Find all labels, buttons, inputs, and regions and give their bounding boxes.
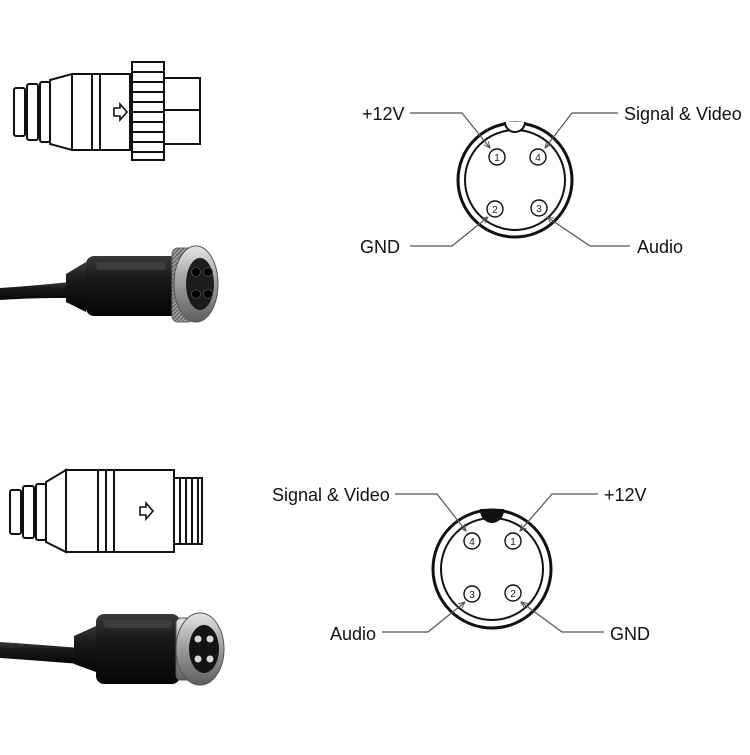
female-pin-4 xyxy=(529,148,547,166)
female-key-notch xyxy=(504,121,526,133)
male-pin-1-number: 1 xyxy=(510,537,516,548)
male-label-audio: Audio xyxy=(330,624,376,644)
female-outer-ring xyxy=(456,121,574,239)
female-cable-photo xyxy=(0,245,219,323)
male-label-12v: +12V xyxy=(604,485,647,505)
male-pin-2 xyxy=(504,584,522,602)
male-pin-4 xyxy=(463,532,481,550)
male-lead-signal xyxy=(395,493,466,531)
female-inner-ring xyxy=(464,129,566,231)
female-lead-12v xyxy=(410,112,490,148)
male-pin-1 xyxy=(504,532,522,550)
male-pin-3 xyxy=(463,585,481,603)
male-pin-3-number: 3 xyxy=(469,590,475,601)
female-lead-signal xyxy=(545,112,618,148)
male-pinout: 4 1 3 2 Signal & Video +12V Audio GND xyxy=(272,485,650,644)
male-lead-gnd xyxy=(521,602,604,633)
female-pin-3 xyxy=(530,199,548,217)
female-connector-drawing xyxy=(13,61,201,161)
male-cable-photo xyxy=(0,612,225,686)
female-label-gnd: GND xyxy=(360,237,400,257)
female-label-signal-video: Signal & Video xyxy=(624,104,742,124)
female-pinout: 1 4 2 3 +12V Signal & Video GND Audio xyxy=(360,104,742,257)
female-pin-4-number: 4 xyxy=(535,153,541,164)
female-lead-audio xyxy=(547,217,630,247)
male-key-tab xyxy=(479,509,505,523)
male-lead-12v xyxy=(520,493,598,531)
male-label-signal-video: Signal & Video xyxy=(272,485,390,505)
male-label-gnd: GND xyxy=(610,624,650,644)
female-pin-1 xyxy=(488,148,506,166)
male-connector-drawing xyxy=(9,468,203,554)
female-label-audio: Audio xyxy=(637,237,683,257)
female-pin-2-number: 2 xyxy=(492,205,498,216)
male-inner-ring xyxy=(440,517,544,621)
male-pin-2-number: 2 xyxy=(510,589,516,600)
male-pin-4-number: 4 xyxy=(469,537,475,548)
female-pin-3-number: 3 xyxy=(536,204,542,215)
female-pin-2 xyxy=(486,200,504,218)
female-pin-1-number: 1 xyxy=(494,153,500,164)
male-lead-audio xyxy=(382,602,465,633)
female-label-12v: +12V xyxy=(362,104,405,124)
female-lead-gnd xyxy=(410,217,488,247)
